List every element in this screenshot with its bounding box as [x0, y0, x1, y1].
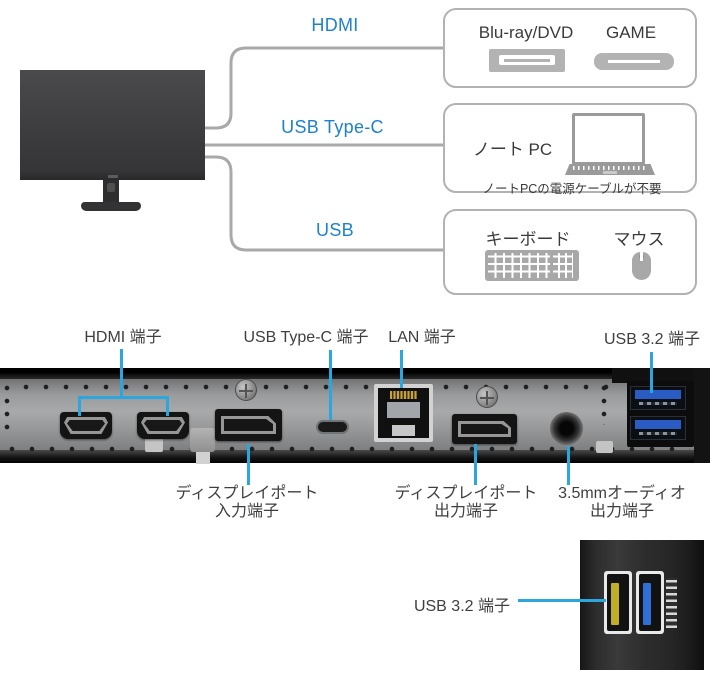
callout-line-closeup — [518, 599, 606, 602]
monitor-logo — [107, 175, 118, 178]
heatsink-fins-detail — [666, 578, 677, 628]
port-label-displayport-out-line1: ディスプレイポート — [394, 485, 538, 502]
lan-port-pins — [390, 391, 417, 399]
port-label-displayport-in-line2: 入力端子 — [214, 503, 279, 520]
cable-lines — [203, 46, 443, 252]
lan-port-latch — [392, 425, 415, 436]
bluray-dvd-label: Blu-ray/DVD — [478, 23, 574, 42]
laptop-keyboard-base — [565, 164, 655, 175]
laptop-touchpad — [603, 171, 617, 174]
port-label-audio-line1: 3.5mmオーディオ — [558, 485, 686, 502]
port-label-displayport-in-line1: ディスプレイポート — [175, 485, 319, 502]
vent-holes-top — [16, 383, 612, 391]
mouse-label: マウス — [613, 230, 665, 249]
game-console-slot — [608, 60, 660, 63]
device-box-usb-type-c: ノート PC ノートPCの電源ケーブルが不要 — [443, 103, 697, 196]
keyboard-icon — [485, 250, 579, 281]
keyboard-numpad-keys — [553, 253, 573, 278]
usb-closeup-photo — [580, 540, 704, 670]
port-label-displayport-in: ディスプレイポート 入力端子 — [167, 485, 327, 521]
vent-holes-bottom — [2, 445, 690, 453]
stand-hinge-detail — [190, 428, 215, 452]
usb-a-port-top — [630, 386, 686, 410]
rear-panel-photo — [0, 368, 710, 464]
port-label-usb-type-c: USB Type-C 端子 — [243, 329, 369, 346]
displayport-in-port — [215, 409, 282, 441]
displayport-out-port — [452, 414, 517, 444]
device-box-usb: キーボード マウス — [443, 209, 697, 295]
mouse-button-slit — [640, 252, 643, 261]
port-label-displayport-out-line2: 出力端子 — [433, 503, 498, 520]
hdmi-port-1 — [60, 412, 112, 439]
callout-line-usb-type-c — [329, 350, 332, 420]
usb-port-blue — [636, 571, 664, 634]
laptop-label: ノート PC — [472, 140, 553, 159]
stand-hinge-detail-lower — [196, 452, 210, 464]
keyboard-label: キーボード — [485, 230, 571, 249]
port-label-usb-3-2: USB 3.2 端子 — [603, 331, 701, 348]
port-label-displayport-out: ディスプレイポート 出力端子 — [386, 485, 546, 521]
callout-bracket-hdmi — [78, 396, 169, 399]
panel-latch-right — [596, 441, 613, 453]
callout-line-displayport-out — [474, 444, 477, 485]
usb-port-yellow — [604, 571, 632, 634]
port-label-lan: LAN 端子 — [388, 329, 456, 346]
screw-icon — [476, 386, 498, 408]
panel-right-bezel — [694, 368, 710, 463]
screw-icon — [235, 379, 257, 401]
panel-bottom-bezel — [0, 450, 710, 463]
power-cable-note: ノートPCの電源ケーブルが不要 — [482, 182, 662, 196]
callout-line-usb-3-2 — [650, 352, 653, 393]
mouse-icon — [632, 252, 651, 280]
monitor-stand-detail — [107, 183, 115, 192]
bluray-player-icon — [489, 49, 565, 72]
closeup-label-usb-3-2: USB 3.2 端子 — [413, 598, 510, 615]
usb-cable-path — [203, 155, 443, 252]
connection-label-hdmi: HDMI — [311, 15, 359, 35]
panel-top-bezel-right — [612, 368, 710, 383]
usb-blue-tab — [643, 583, 651, 625]
vent-holes-left — [3, 383, 11, 435]
monitor-illustration — [20, 70, 205, 180]
game-console-icon — [594, 53, 674, 70]
hdmi-cable-path — [203, 46, 443, 130]
monitor-stand-base — [81, 202, 141, 211]
audio-jack-port — [550, 412, 583, 445]
vent-holes-middle — [600, 383, 608, 425]
monitor-stand-neck — [103, 180, 119, 206]
connection-label-usb: USB — [316, 220, 354, 240]
lan-port-body — [387, 402, 420, 418]
callout-line-lan — [400, 350, 403, 388]
callout-stub-hdmi-2 — [166, 396, 169, 416]
panel-latch-left — [145, 438, 163, 452]
keyboard-main-keys — [488, 253, 550, 278]
callout-line-displayport-in — [247, 444, 250, 485]
bluray-slot-line — [504, 58, 550, 62]
port-label-audio: 3.5mmオーディオ 出力端子 — [542, 485, 702, 521]
usb-a-port-bottom — [630, 416, 686, 440]
port-label-hdmi: HDMI 端子 — [84, 329, 162, 346]
port-label-audio-line2: 出力端子 — [589, 503, 654, 520]
usb-type-c-port — [316, 420, 349, 434]
laptop-keys-texture — [573, 166, 647, 170]
callout-line-audio — [567, 446, 570, 485]
device-box-hdmi: Blu-ray/DVD GAME — [443, 8, 697, 88]
lan-port — [374, 384, 433, 442]
callout-stub-hdmi-1 — [78, 396, 81, 416]
hdmi-port-2 — [137, 412, 189, 439]
game-label: GAME — [605, 23, 657, 42]
callout-line-hdmi — [120, 349, 123, 397]
usb-3-2-ports — [627, 381, 694, 447]
laptop-icon — [572, 113, 645, 165]
panel-top-bezel — [0, 368, 710, 379]
connection-label-usb-type-c: USB Type-C — [281, 117, 384, 137]
bluray-slot — [499, 55, 555, 65]
usb-yellow-tab — [611, 583, 619, 625]
